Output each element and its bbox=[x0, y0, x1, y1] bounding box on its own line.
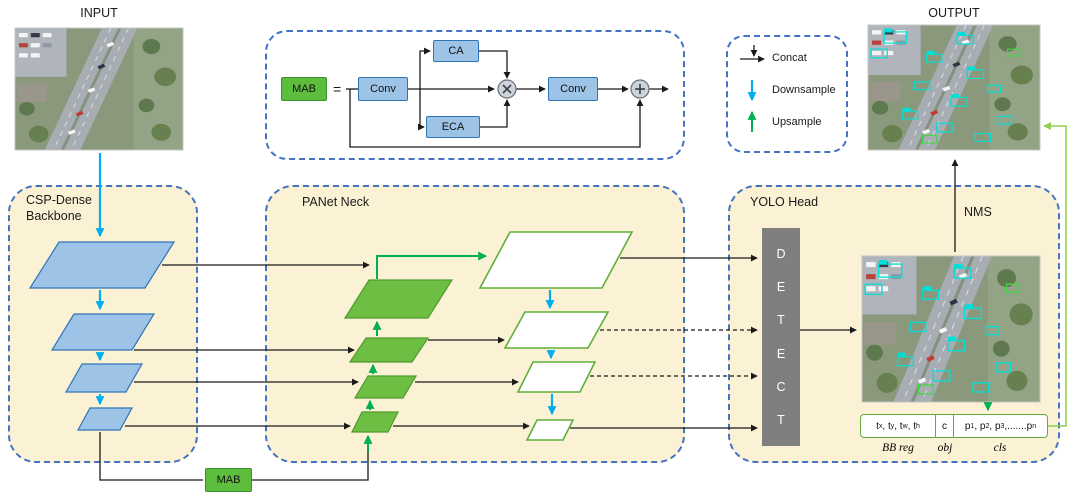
legend-concat-label: Concat bbox=[772, 52, 807, 64]
wire-eca-to-multiply bbox=[480, 99, 511, 128]
detect-letter: E bbox=[776, 280, 786, 295]
wire-ca-to-multiply bbox=[479, 50, 511, 79]
ca-block: CA bbox=[433, 40, 479, 62]
mab-definition-wiring bbox=[346, 47, 669, 148]
wire-branch-to-eca bbox=[417, 89, 425, 131]
eca-block: ECA bbox=[426, 116, 480, 138]
input-image bbox=[14, 27, 184, 151]
neck-green-feature-2 bbox=[348, 337, 430, 363]
neck-green-feature-1 bbox=[343, 279, 454, 319]
legend-box bbox=[726, 35, 848, 153]
backbone-title-line1: CSP-Dense bbox=[26, 193, 92, 207]
equals-sign: = bbox=[333, 81, 342, 97]
backbone-feature-1 bbox=[28, 241, 176, 289]
legend-upsample-label: Upsample bbox=[772, 116, 822, 128]
backbone-feature-2 bbox=[50, 313, 156, 351]
objectness-cell: c bbox=[935, 415, 953, 437]
backbone-title-line2: Backbone bbox=[26, 209, 82, 223]
obj-label: obj bbox=[937, 442, 953, 454]
neck-white-feature-4 bbox=[525, 419, 575, 441]
detect-letter: E bbox=[776, 346, 786, 361]
wire-residual-skip bbox=[349, 89, 644, 148]
nms-label: NMS bbox=[964, 205, 992, 219]
detect-letter: C bbox=[776, 379, 786, 394]
detect-block: D E T E C T bbox=[762, 228, 800, 446]
cls-to-output-connector bbox=[983, 122, 1067, 427]
legend-downsample-label: Downsample bbox=[772, 84, 836, 96]
backbone-feature-4 bbox=[76, 407, 134, 431]
neck-white-feature-3 bbox=[516, 361, 597, 393]
detect-letter: T bbox=[777, 313, 785, 328]
wire-branch-to-ca bbox=[419, 47, 431, 89]
conv1-block: Conv bbox=[358, 77, 408, 101]
lateral-concat-arrows bbox=[125, 261, 530, 430]
detect-letter: D bbox=[776, 247, 786, 262]
upsample-arrows bbox=[363, 251, 488, 452]
arrow-g1-to-w1 bbox=[376, 251, 488, 279]
downsample-arrows bbox=[95, 153, 557, 416]
detection-result-image bbox=[861, 255, 1041, 403]
head-input-arrows bbox=[570, 159, 959, 432]
mab-bypass-path bbox=[99, 432, 369, 481]
detect-letter: T bbox=[777, 412, 785, 427]
output-image bbox=[867, 24, 1041, 151]
neck-green-feature-4 bbox=[351, 411, 399, 433]
neck-white-feature-2 bbox=[503, 311, 610, 349]
backbone-feature-maps bbox=[28, 241, 176, 431]
input-label: INPUT bbox=[80, 6, 118, 20]
conv2-block: Conv bbox=[548, 77, 598, 101]
neck-white-feature-1 bbox=[478, 231, 634, 289]
legend-icons bbox=[740, 45, 765, 132]
neck-green-feature-maps bbox=[343, 279, 454, 433]
bb-reg-label: BB reg bbox=[882, 442, 914, 454]
cls-label: cls bbox=[993, 442, 1007, 454]
mab-block-chip: MAB bbox=[281, 77, 327, 101]
head-title: YOLO Head bbox=[750, 195, 819, 209]
bottom-mab-chip: MAB bbox=[205, 468, 252, 492]
backbone-feature-3 bbox=[64, 363, 144, 393]
output-label: OUTPUT bbox=[928, 6, 980, 20]
neck-white-feature-maps bbox=[478, 231, 634, 441]
neck-title: PANet Neck bbox=[302, 195, 370, 209]
neck-green-feature-3 bbox=[353, 375, 418, 399]
